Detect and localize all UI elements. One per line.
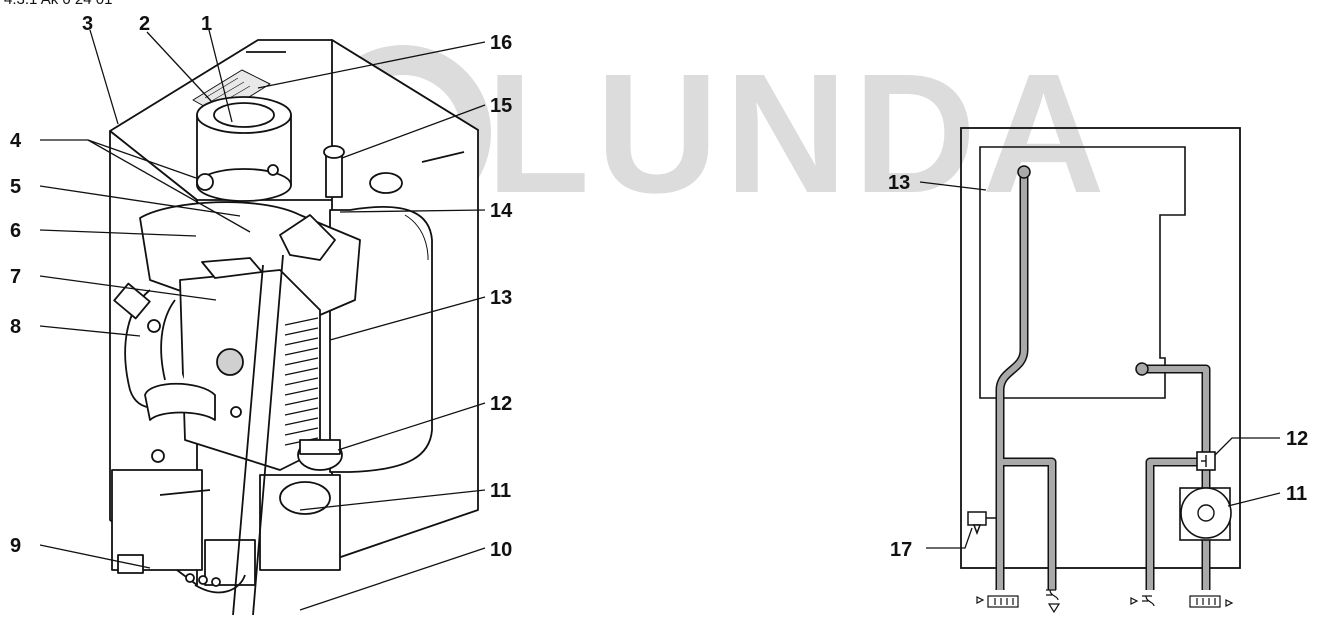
callout-5: 5: [10, 176, 21, 198]
inspection-window: [216, 348, 244, 376]
radiator-symbol-left: [987, 595, 1019, 608]
callout-9: 9: [10, 535, 21, 557]
top-hole: [369, 172, 403, 194]
pipe-cold-water: [1147, 459, 1206, 590]
callout-16: 16: [490, 32, 512, 54]
drain-valve: [967, 511, 996, 536]
bent-pipe: [144, 382, 216, 421]
callout-right-13: 13: [888, 172, 910, 194]
callout-12: 12: [490, 393, 512, 415]
callout-leaders-left: [39, 29, 486, 611]
callout-2: 2: [139, 13, 150, 35]
callout-13: 13: [490, 287, 512, 309]
callout-10: 10: [490, 539, 512, 561]
callout-leaders-right: [919, 181, 1281, 549]
pipe-hot-water: [1000, 459, 1055, 590]
cooling-fins: [284, 317, 319, 446]
safety-valve: [113, 282, 151, 320]
callout-15: 15: [490, 95, 512, 117]
tap-symbol-left: [1046, 589, 1059, 601]
callout-4: 4: [10, 130, 22, 152]
connection-symbols: [976, 589, 1234, 614]
radiator-symbol-right: [1189, 595, 1221, 608]
callout-right-17: 17: [890, 539, 912, 561]
heat-exchanger: [179, 269, 321, 471]
figure-header: 4.3.1 Ακ 0 24 01: [4, 0, 112, 8]
callout-6: 6: [10, 220, 21, 242]
watermark-text: LUNDA: [486, 39, 1111, 229]
boiler-illustration: [109, 39, 479, 616]
callout-7: 7: [10, 266, 21, 288]
pipe-heating-flow: [997, 172, 1027, 590]
schematic-frame: [960, 127, 1241, 569]
pump: [279, 481, 331, 515]
callout-3: 3: [82, 13, 93, 35]
callout-1: 1: [201, 13, 212, 35]
hydraulic-schematic: [960, 127, 1241, 614]
callout-11: 11: [490, 480, 511, 502]
heat-exchanger-outline: [979, 146, 1186, 399]
callout-14: 14: [490, 200, 513, 222]
tap-symbol-right: [1142, 595, 1155, 607]
callout-8: 8: [10, 316, 21, 338]
callout-right-11: 11: [1286, 483, 1307, 505]
callout-right-12: 12: [1286, 428, 1308, 450]
control-panel: [111, 469, 203, 571]
